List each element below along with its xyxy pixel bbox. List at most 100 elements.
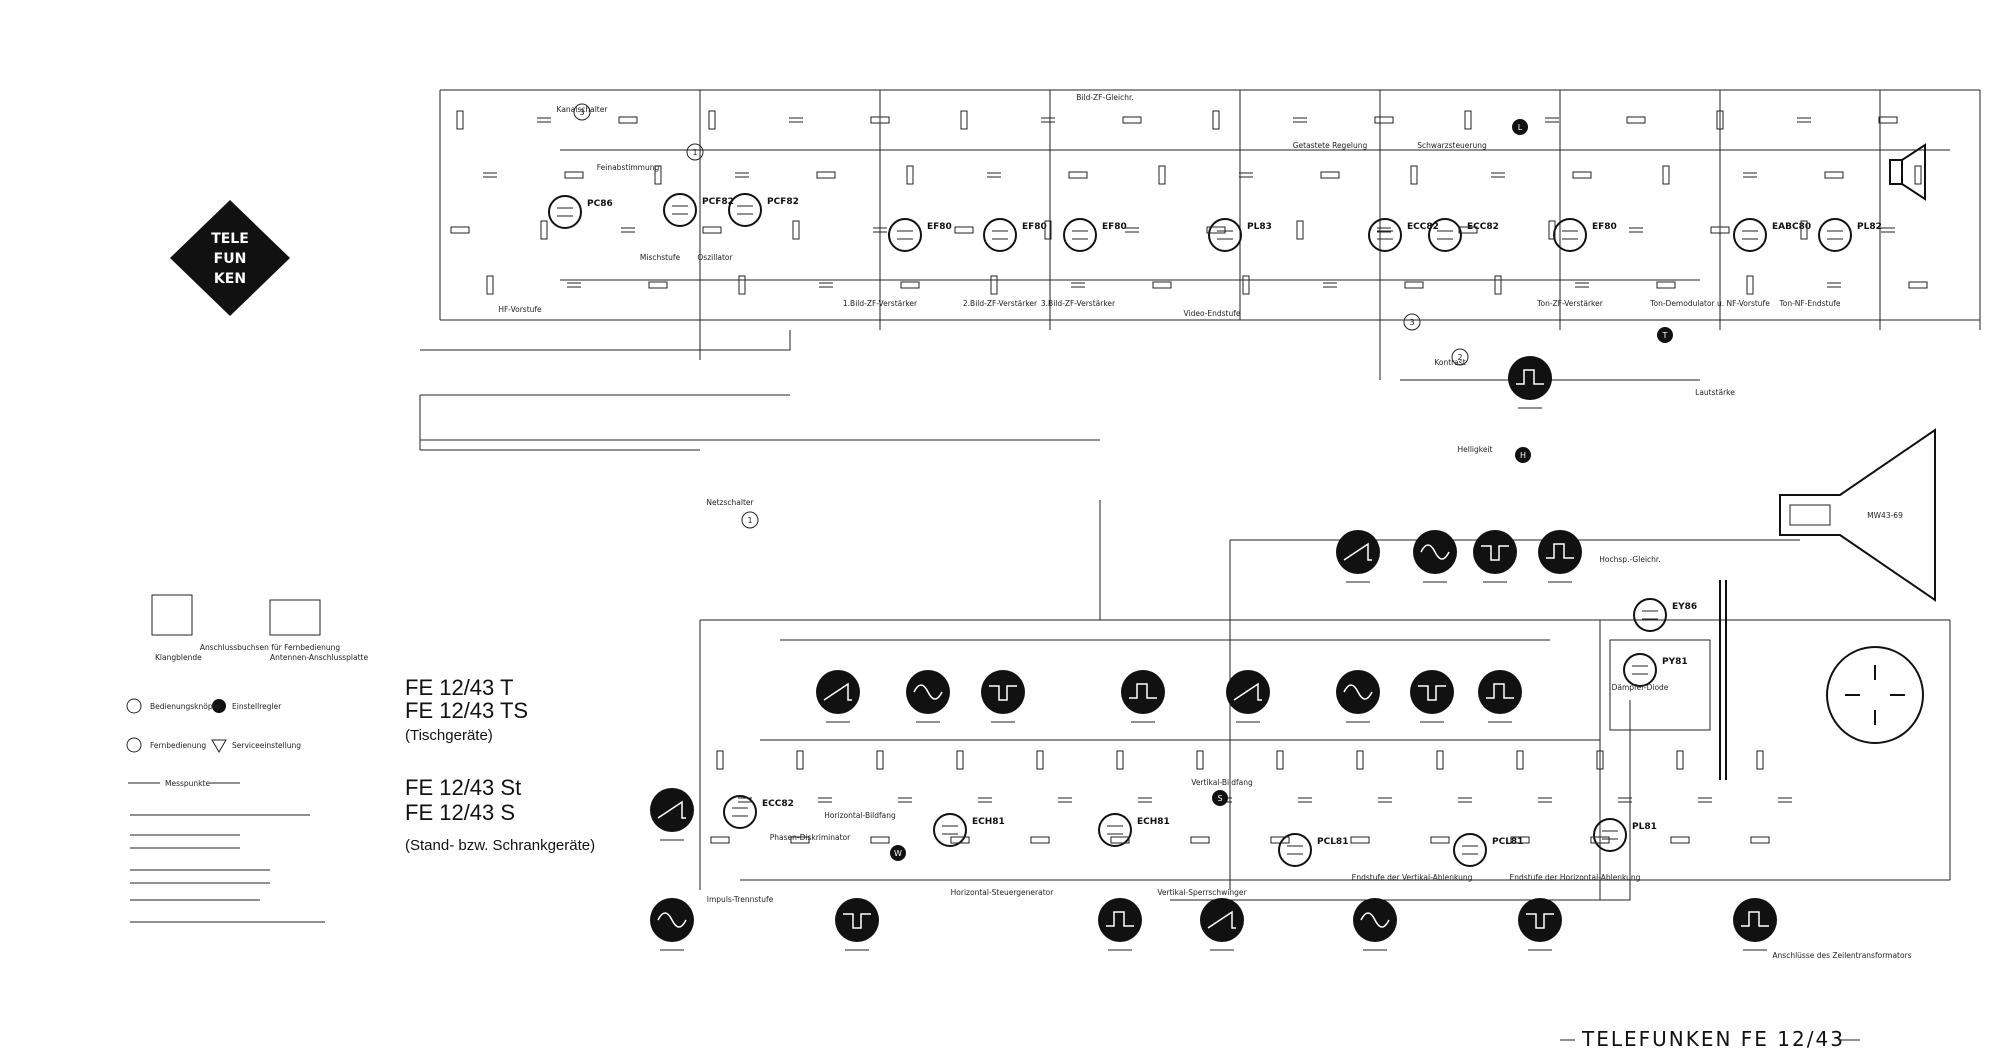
- stage-label-20: Impuls-Trennstufe: [707, 895, 774, 904]
- tube-label-9: ECC82: [1467, 222, 1499, 232]
- component-72: [1908, 281, 1928, 289]
- component-46: [1410, 165, 1418, 185]
- tube-label-4: EF80: [927, 222, 952, 232]
- svg-text:T: T: [1662, 331, 1668, 340]
- component-48: [1404, 281, 1424, 289]
- waveform-3: [1413, 530, 1457, 583]
- picture-tube: [1779, 428, 1936, 602]
- component-4: [486, 275, 494, 295]
- component-18: [816, 171, 836, 179]
- telefunken-logo: TELE FUN KEN: [170, 200, 290, 316]
- letter-marker-4: T: [1657, 327, 1673, 343]
- component-41: [1293, 117, 1307, 123]
- component-17: [789, 117, 803, 123]
- component-97: [1356, 750, 1364, 770]
- component-111: [1670, 836, 1690, 844]
- component-77: [818, 797, 832, 803]
- legend-trimmer: Einstellregler: [232, 702, 282, 711]
- component-9: [618, 116, 638, 124]
- svg-text:W: W: [894, 849, 902, 858]
- component-31: [1044, 220, 1052, 240]
- tube-12: PL82: [1818, 218, 1882, 252]
- component-93: [1190, 836, 1210, 844]
- number-marker-3: 3: [1403, 313, 1421, 331]
- letter-marker-1: H: [1515, 447, 1531, 463]
- component-113: [1778, 797, 1792, 803]
- waveform-9: [1121, 670, 1165, 723]
- component-86: [1058, 797, 1072, 803]
- tube-label-8: ECC82: [1407, 222, 1439, 232]
- component-7: [540, 220, 548, 240]
- component-80: [898, 797, 912, 803]
- footer-title: TELEFUNKEN FE 12/43: [1581, 1027, 1845, 1051]
- svg-text:H: H: [1520, 451, 1526, 460]
- component-10: [654, 165, 662, 185]
- stage-label-14: Ton-NF-Endstufe: [1778, 299, 1840, 308]
- component-99: [1350, 836, 1370, 844]
- component-82: [956, 750, 964, 770]
- tube-14: ECC82: [723, 795, 794, 829]
- waveform-12: [1410, 670, 1454, 723]
- component-57: [1626, 116, 1646, 124]
- legend-service: Serviceeinstellung: [232, 741, 301, 750]
- component-22: [906, 165, 914, 185]
- tube-label-3: PCF82: [767, 197, 799, 207]
- tube-11: EABC80: [1733, 218, 1811, 252]
- component-102: [1430, 836, 1450, 844]
- letter-marker-5: L: [1512, 119, 1528, 135]
- component-70: [1914, 165, 1922, 185]
- tube-20: EY86: [1633, 598, 1697, 632]
- component-29: [1041, 117, 1055, 123]
- component-79: [876, 750, 884, 770]
- tube-label-6: EF80: [1102, 222, 1127, 232]
- legend-measure: Messpunkte: [165, 779, 210, 788]
- stage-label-9: Video-Endstufe: [1184, 309, 1241, 318]
- component-62: [1743, 172, 1757, 178]
- tube-2: PCF82: [663, 193, 734, 227]
- tube-label-15: PCL81: [1317, 837, 1348, 847]
- number-marker-1: 1: [741, 511, 759, 529]
- tube-label-10: EF80: [1592, 222, 1617, 232]
- component-32: [1071, 282, 1085, 288]
- tube-label-16: PCL81: [1492, 837, 1523, 847]
- component-25: [960, 110, 968, 130]
- component-96: [1270, 836, 1290, 844]
- component-114: [1750, 836, 1770, 844]
- component-59: [1629, 227, 1643, 233]
- stage-label-29: Hochsp.-Gleichr.: [1599, 555, 1660, 564]
- component-52: [1494, 275, 1502, 295]
- svg-text:1: 1: [692, 148, 697, 157]
- component-71: [1881, 227, 1895, 233]
- component-58: [1662, 165, 1670, 185]
- model-cab-1: FE 12/43 St: [405, 775, 521, 800]
- tube-18: PL81: [1593, 818, 1657, 852]
- component-51: [1458, 226, 1478, 234]
- component-107: [1618, 797, 1632, 803]
- tube-9: ECC82: [1428, 218, 1499, 252]
- number-marker-5: 1: [686, 143, 704, 161]
- stage-label-13: Ton-Demodulator u. NF-Vorstufe: [1649, 299, 1770, 308]
- letter-marker-3: W: [890, 845, 906, 861]
- waveform-18: [1200, 898, 1244, 951]
- component-27: [954, 226, 974, 234]
- component-106: [1596, 750, 1604, 770]
- model-block: FE 12/43 T FE 12/43 TS (Tischgeräte) FE …: [405, 675, 595, 854]
- legend-remote-ctrl: Fernbedienung: [150, 741, 206, 750]
- component-53: [1545, 117, 1559, 123]
- legend: Klangblende Antennen-Anschlussplatte Bed…: [126, 594, 368, 923]
- component-5: [537, 117, 551, 123]
- stage-label-30: Anschlüsse des Zeilentransformators: [1772, 951, 1911, 960]
- tube-5: EF80: [983, 218, 1047, 252]
- model-cab-2: FE 12/43 S: [405, 800, 515, 825]
- component-26: [987, 172, 1001, 178]
- tube-3: PCF82: [728, 193, 799, 227]
- component-24: [900, 281, 920, 289]
- stage-label-26: Endstufe der Vertikal-Ablenkung: [1352, 873, 1473, 882]
- tube-label-14: ECC82: [762, 799, 794, 809]
- component-69: [1878, 116, 1898, 124]
- waveform-4: [1473, 530, 1517, 583]
- component-68: [1827, 282, 1841, 288]
- component-88: [1116, 750, 1124, 770]
- component-67: [1800, 220, 1808, 240]
- tube-17: ECH81: [1098, 813, 1170, 847]
